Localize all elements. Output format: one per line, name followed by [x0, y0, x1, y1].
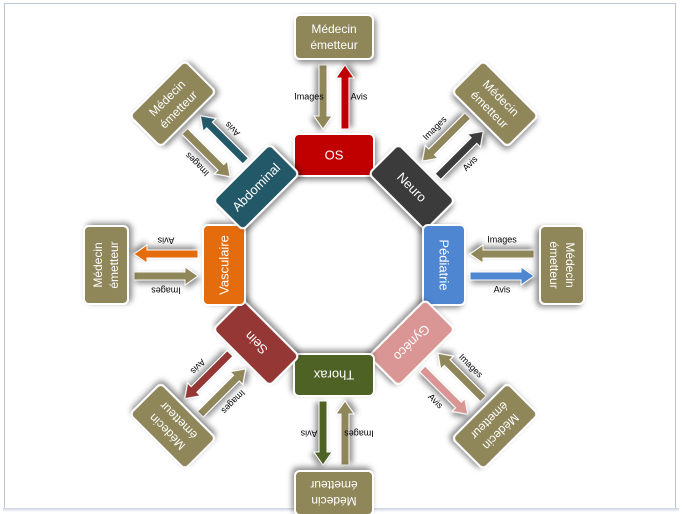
specialty-label: Pédiatrie [437, 239, 452, 290]
specialty-label: OS [325, 147, 344, 162]
specialty-box [369, 145, 454, 230]
images-arrow-neuro [421, 112, 472, 162]
specialty-neuro[interactable]: Neuro [369, 144, 455, 230]
arrow-pair-sein [184, 349, 247, 418]
sender-line2: émetteur [310, 38, 357, 52]
arrow-pair-thorax [313, 400, 355, 466]
sender-line2: émetteur [547, 241, 561, 288]
arrow-pair-neuro [421, 112, 484, 181]
sender-box [539, 225, 585, 305]
specialty-box [202, 224, 246, 306]
specialty-thorax[interactable]: Thorax [293, 353, 375, 397]
specialty-os[interactable]: OS [293, 133, 375, 177]
sender-box [294, 14, 374, 60]
specialty-box [214, 300, 299, 385]
sender-box [130, 61, 215, 146]
sender-box [83, 225, 129, 305]
avis-label: Avis [157, 236, 174, 246]
avis-label: Avis [300, 429, 317, 439]
avis-arrow-thorax [313, 400, 333, 466]
images-label: Images [487, 234, 517, 244]
sender-line1: Médecin [563, 242, 577, 287]
arrow-pair-os [313, 64, 355, 130]
specialty-vasculaire[interactable]: Vasculaire [202, 224, 246, 306]
sender-box [294, 470, 374, 514]
images-arrow-pediatrie [469, 244, 535, 264]
avis-label: Avis [351, 91, 368, 101]
images-label: Images [294, 91, 324, 101]
specialty-box [369, 300, 454, 385]
avis-label: Avis [494, 284, 511, 294]
avis-arrow-abdominal [199, 115, 250, 165]
sender-box [453, 61, 538, 146]
specialty-sein[interactable]: Sein [213, 300, 299, 386]
sender-line2: émetteur [107, 241, 121, 288]
arrow-pair-abdominal [181, 115, 250, 178]
specialty-label: Vasculaire [216, 235, 231, 295]
sender-line1: Médecin [91, 242, 105, 287]
images-arrow-gyneco [437, 352, 487, 403]
arrow-pair-pediatrie [469, 244, 535, 286]
avis-arrow-vasculaire [133, 244, 199, 264]
avis-arrow-gyneco [418, 365, 469, 415]
specialty-box [214, 145, 299, 230]
specialty-box [293, 133, 375, 177]
sender-box [453, 384, 538, 469]
specialty-box [293, 353, 375, 397]
specialty-abdominal[interactable]: Abdominal [213, 144, 299, 230]
avis-arrow-pediatrie [469, 266, 535, 286]
specialty-box [422, 224, 466, 306]
specialty-gyneco[interactable]: Gynéco [369, 300, 455, 386]
sender-line1: Médecin [311, 494, 356, 508]
avis-arrow-os [335, 64, 355, 130]
sender-os[interactable]: Médecin émetteur [294, 14, 374, 60]
arrow-pair-gyneco [418, 352, 487, 415]
sender-line1: Médecin [311, 22, 356, 36]
images-label: Images [344, 429, 374, 439]
images-arrow-abdominal [181, 127, 231, 178]
specialty-pediatrie[interactable]: Pédiatrie [422, 224, 466, 306]
images-arrow-sein [196, 368, 247, 418]
avis-arrow-neuro [434, 130, 484, 181]
images-arrow-os [313, 64, 333, 130]
avis-arrow-sein [184, 349, 234, 400]
sender-box [130, 384, 215, 469]
specialty-label: Thorax [313, 368, 354, 383]
sender-thorax[interactable]: Médecin émetteur [294, 470, 374, 514]
sender-line2: émetteur [310, 478, 357, 492]
arrow-pair-vasculaire [133, 244, 199, 286]
images-label: Images [151, 286, 181, 296]
images-arrow-thorax [335, 400, 355, 466]
images-arrow-vasculaire [133, 266, 199, 286]
